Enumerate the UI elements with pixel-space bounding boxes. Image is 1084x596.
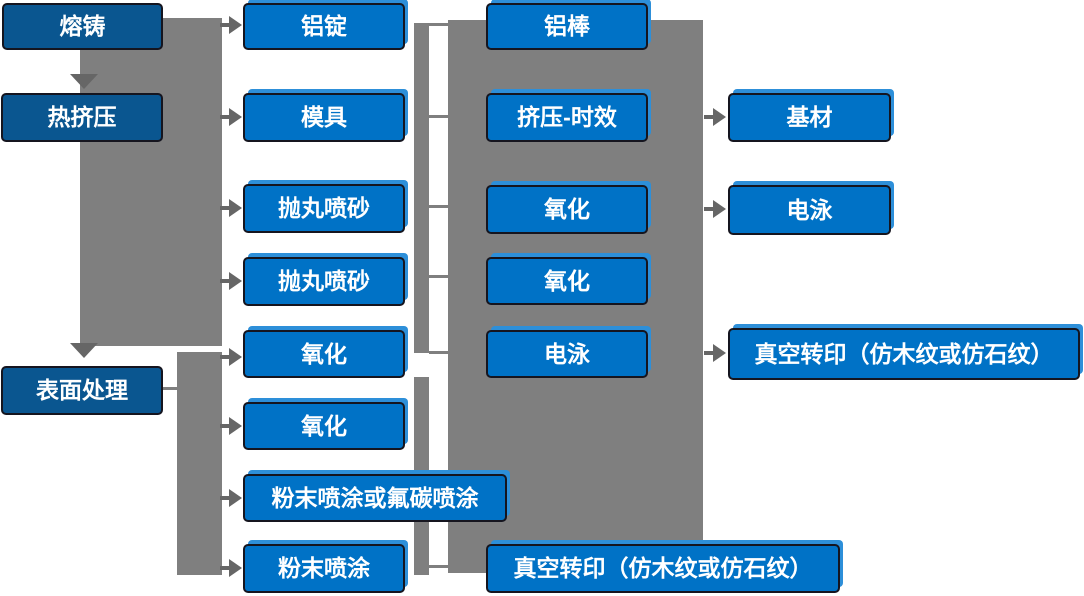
- node-powder-or-fluorocarbon-coating: 粉末喷涂或氟碳喷涂: [243, 474, 507, 522]
- node-aluminum-rod: 铝棒: [486, 3, 648, 50]
- arrow-down-icon: [70, 343, 98, 358]
- arrow-right-icon: [220, 348, 242, 366]
- arrow-right-icon: [220, 199, 242, 217]
- arrow-right-icon: [220, 272, 242, 290]
- left-lower-flow-band: [177, 352, 222, 575]
- surface-treatment-connector-line: [162, 387, 178, 390]
- left-flow-band: [80, 18, 222, 346]
- node-mold: 模具: [243, 93, 405, 142]
- node-powder-coating: 粉末喷涂: [243, 544, 405, 593]
- connector-line: [429, 351, 448, 354]
- node-oxidation-3: 氧化: [486, 185, 648, 234]
- stage-surface-treatment-box: 表面处理: [1, 366, 163, 415]
- node-extrusion-aging: 挤压-时效: [486, 93, 648, 142]
- node-electrophoresis-1: 电泳: [486, 330, 648, 378]
- stage-melting-casting-box: 熔铸: [2, 3, 163, 50]
- arrow-right-icon: [704, 108, 726, 126]
- node-oxidation-2: 氧化: [243, 402, 405, 450]
- arrow-right-icon: [220, 108, 242, 126]
- connector-line: [429, 115, 448, 118]
- node-vacuum-transfer-print-bottom: 真空转印（仿木纹或仿石纹）: [486, 544, 840, 593]
- connector-line: [429, 205, 448, 208]
- arrow-right-icon: [220, 559, 242, 577]
- node-shot-blast-sandblast-2: 抛丸喷砂: [243, 257, 405, 306]
- arrow-right-icon: [704, 200, 726, 218]
- stage-hot-extrusion-box: 热挤压: [1, 93, 163, 142]
- arrow-right-icon: [704, 344, 726, 362]
- node-aluminum-ingot: 铝锭: [243, 3, 405, 50]
- arrow-right-icon: [220, 16, 242, 34]
- arrow-right-icon: [220, 417, 242, 435]
- node-shot-blast-sandblast-1: 抛丸喷砂: [243, 184, 405, 233]
- node-electrophoresis-2: 电泳: [728, 185, 891, 235]
- node-vacuum-transfer-print-right: 真空转印（仿木纹或仿石纹）: [728, 328, 1080, 380]
- arrow-right-icon: [220, 489, 242, 507]
- node-oxidation-1: 氧化: [243, 330, 405, 378]
- middle-connector-bar-top: [414, 23, 429, 353]
- connector-line: [429, 23, 448, 26]
- connector-line: [429, 565, 448, 568]
- node-oxidation-4: 氧化: [486, 257, 648, 305]
- arrow-down-icon: [70, 74, 98, 89]
- node-substrate: 基材: [728, 93, 891, 142]
- connector-line: [429, 275, 448, 278]
